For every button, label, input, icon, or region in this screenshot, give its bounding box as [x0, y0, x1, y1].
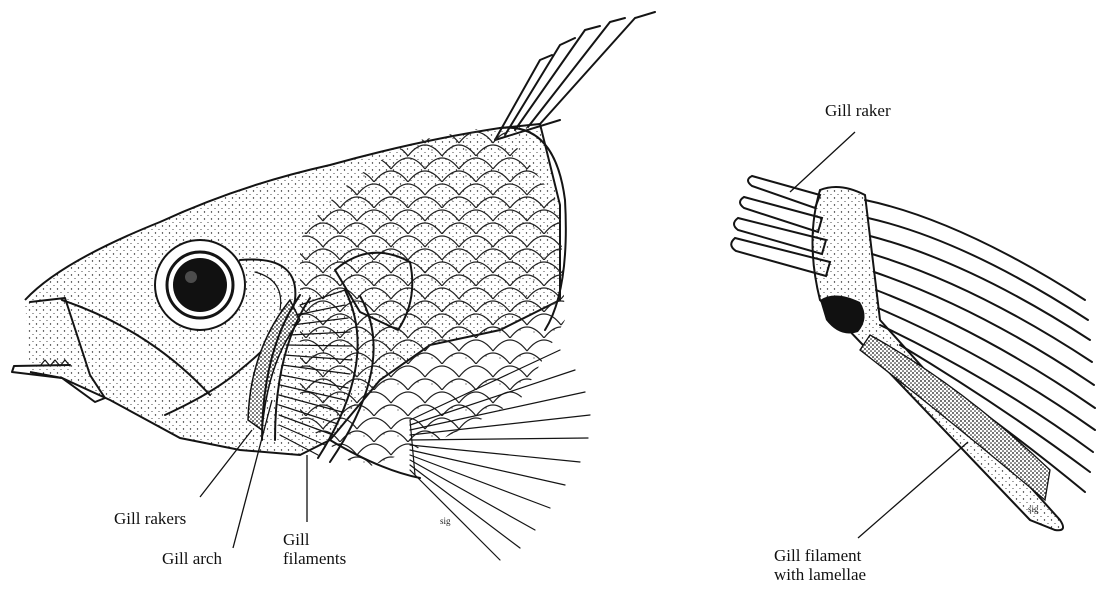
label-gill-arch: Gill arch: [162, 549, 222, 568]
label-gill-raker: Gill raker: [825, 101, 891, 120]
artist-signature-2: sig: [1028, 504, 1039, 514]
leader-gill-raker: [790, 132, 855, 192]
label-gill-filaments-line1: Gill: [283, 530, 346, 549]
label-gill-filament: Gill filament with lamellae: [774, 546, 866, 584]
label-gill-filament-line2: with lamellae: [774, 565, 866, 584]
label-gill-filament-line1: Gill filament: [774, 546, 866, 565]
label-gill-filaments: Gill filaments: [283, 530, 346, 568]
label-gill-rakers: Gill rakers: [114, 509, 186, 528]
fish-eye: [155, 240, 245, 330]
fish-illustration: sig: [12, 12, 655, 560]
label-gill-filaments-line2: filaments: [283, 549, 346, 568]
gill-arch-detail: sig: [731, 176, 1095, 530]
leader-gill-filament: [858, 442, 968, 538]
artist-signature: sig: [440, 516, 451, 526]
dorsal-fin: [495, 12, 655, 140]
